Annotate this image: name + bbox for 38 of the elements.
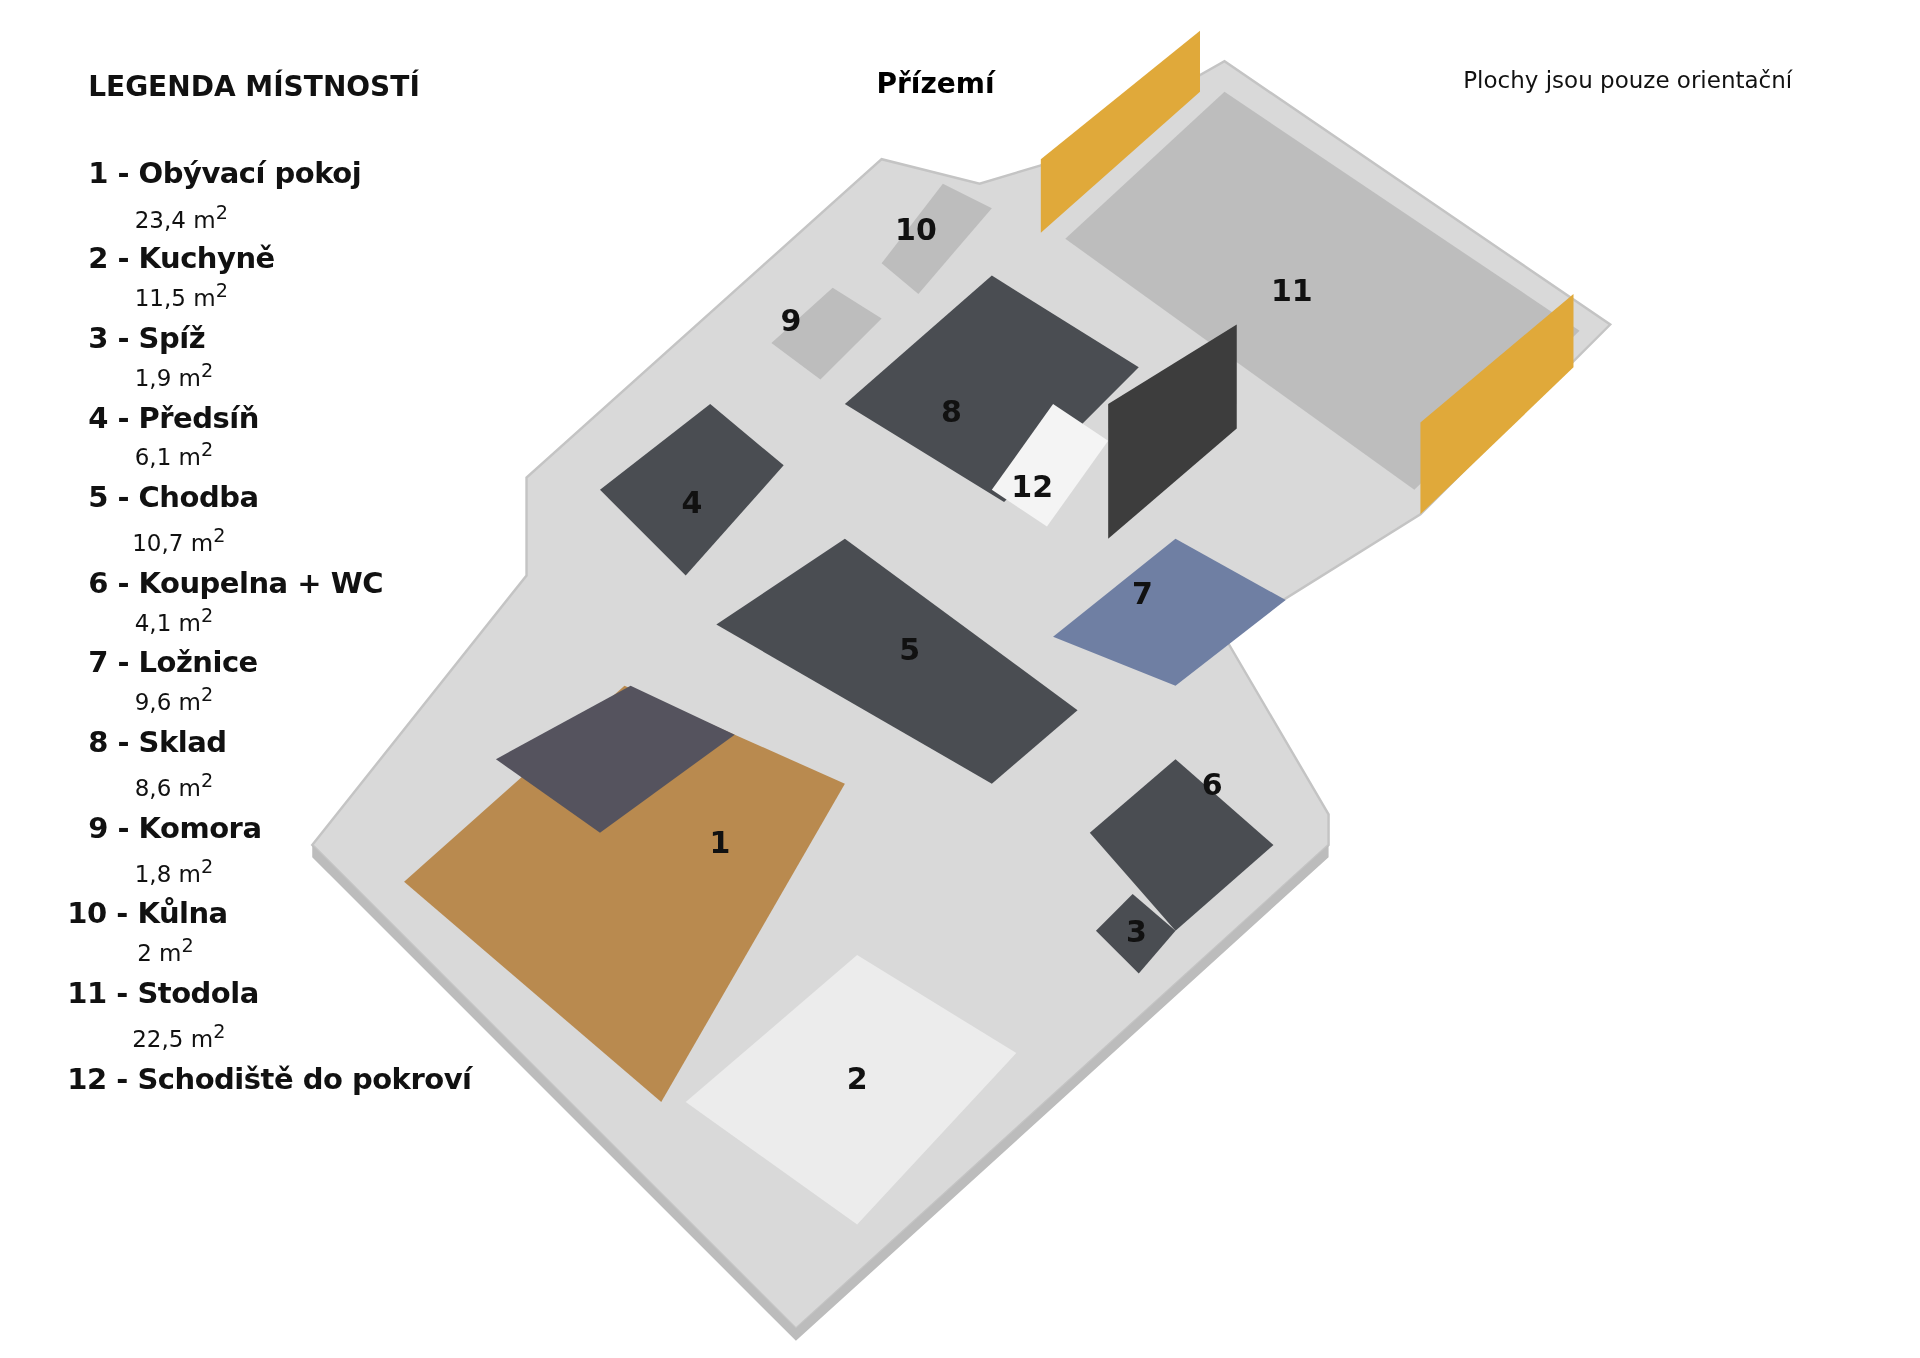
room-area: 1,8 m$^{2}$ [134,854,214,887]
room-area: 23,4 m$^{2}$ [134,200,228,233]
room-name: 12 - Schodiště do pokroví [67,1061,472,1096]
room-area: 11,5 m$^{2}$ [134,279,228,311]
legend-heading: LEGENDA MÍSTNOSTÍ [88,69,420,103]
room-number: 7 [1132,575,1153,611]
room-area: 4,1 m$^{2}$ [134,603,214,636]
room-number: 4 [681,484,703,520]
room-number: 2 [846,1060,868,1096]
room-number: 1 [709,824,731,860]
room-area: 6,1 m$^{2}$ [134,438,214,471]
room-number: 8 [941,393,962,429]
note-text: Plochy jsou pouze orientační [1463,66,1793,93]
room-area: 9,6 m$^{2}$ [134,683,214,715]
room-number: 6 [1201,766,1223,802]
room-number: 5 [899,631,921,667]
room-name: 11 - Stodola [67,976,259,1011]
room-number: 11 [1270,272,1313,308]
room-name: 10 - Kůlna [67,896,228,931]
room-area: 10,7 m$^{2}$ [132,524,226,556]
room-number: 3 [1125,913,1147,949]
room-name: 7 - Ložnice [88,645,258,680]
room-name: 5 - Chodba [88,480,259,515]
room-number: 9 [780,302,802,338]
room-number: 10 [895,211,937,247]
plan-title: Přízemí [876,66,995,100]
room-number: 12 [1011,468,1054,504]
room-name: 3 - Spíž [88,320,206,355]
room-name: 8 - Sklad [88,725,227,760]
room-name: 1 - Obývací pokoj [88,155,362,190]
room-name: 2 - Kuchyně [88,241,275,276]
room-name: 9 - Komora [88,810,262,845]
room-area: 8,6 m$^{2}$ [134,769,214,801]
room-name: 6 - Koupelna + WC [88,565,383,600]
room-name: 4 - Předsíň [88,400,259,435]
room-area: 2 m$^{2}$ [137,934,194,967]
room-area: 1,9 m$^{2}$ [134,358,214,391]
room-area: 22,5 m$^{2}$ [132,1020,226,1052]
